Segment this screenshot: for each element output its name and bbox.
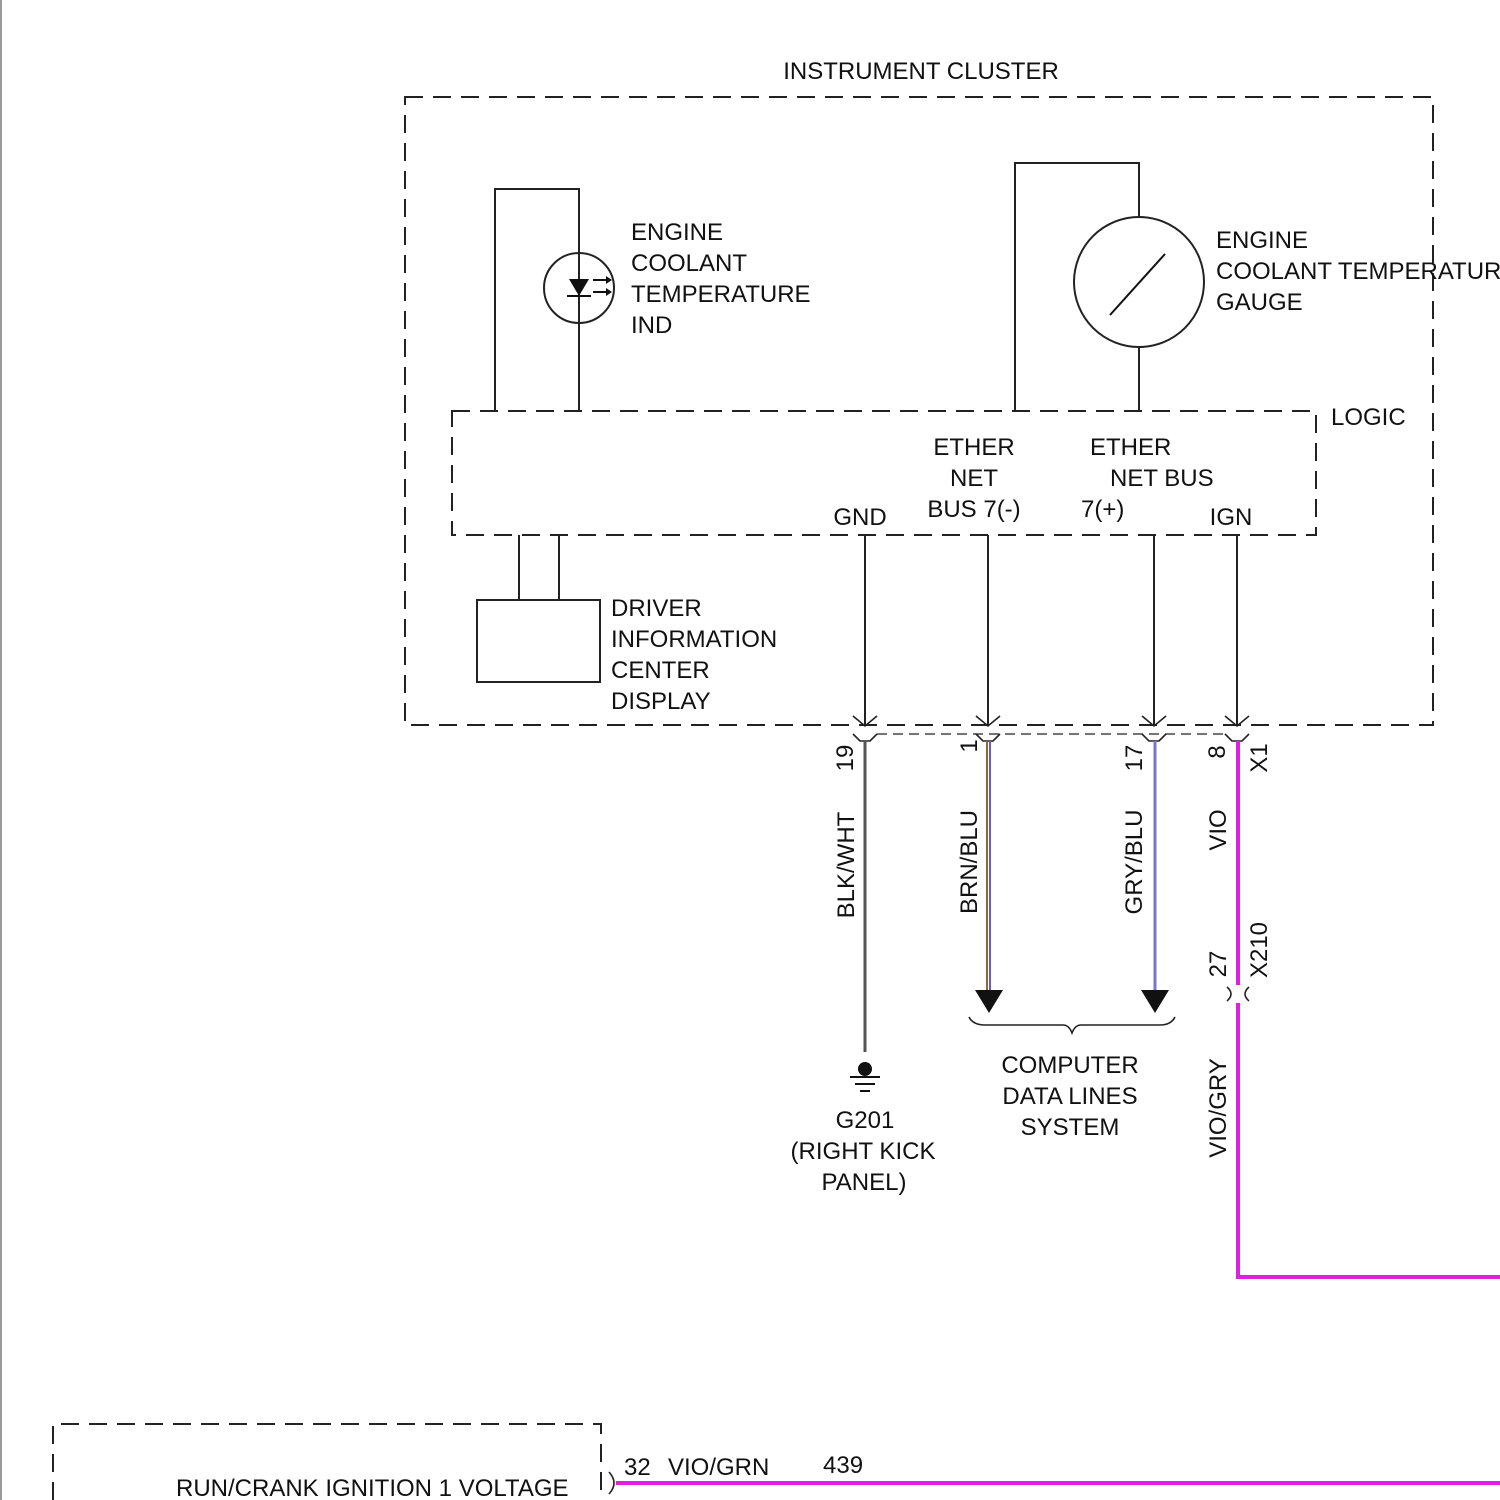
data-line-arrow-minus [975, 990, 1003, 1013]
pin-label-gnd: GND [833, 504, 886, 531]
ignition-connector-icon [609, 1472, 614, 1494]
ignition-wire-color: VIO/GRN [668, 1454, 769, 1481]
gauge-label-1: ENGINE [1216, 227, 1308, 254]
data-lines-label-3: SYSTEM [1021, 1114, 1120, 1141]
dic-label-3: CENTER [611, 657, 710, 684]
wire-label-brn-blu: BRN/BLU [956, 810, 983, 914]
gauge-label-2: COOLANT TEMPERATURE [1216, 258, 1500, 285]
pin-label-ether-minus-2: NET [950, 465, 998, 492]
connector-x1-label: X1 [1246, 743, 1273, 772]
pin-number-gnd: 19 [832, 745, 859, 772]
wire-label-vio-gry: VIO/GRY [1205, 1058, 1232, 1158]
connector-x1-pins [853, 716, 1249, 741]
dic-display-box [477, 600, 600, 682]
pin-label-ether-minus-1: ETHER [933, 434, 1014, 461]
wire-label-vio: VIO [1205, 809, 1232, 850]
ignition-circuit-number: 439 [823, 1452, 863, 1479]
wire-label-blk-wht: BLK/WHT [833, 811, 860, 918]
ignition-module-label: RUN/CRANK IGNITION 1 VOLTAGE [176, 1475, 569, 1500]
instrument-cluster-title: INSTRUMENT CLUSTER [783, 58, 1059, 85]
connector-x210-label: X210 [1246, 922, 1273, 978]
ground-name: G201 [836, 1107, 895, 1134]
pin-number-x210: 27 [1205, 951, 1232, 978]
data-line-arrow-plus [1141, 990, 1169, 1013]
dic-label-4: DISPLAY [611, 688, 711, 715]
indicator-label-2: COOLANT [631, 250, 747, 277]
ignition-pin-number: 32 [624, 1454, 651, 1481]
pin-label-ether-plus-3: 7(+) [1081, 496, 1124, 523]
pin-number-ether-minus: 1 [956, 739, 983, 752]
pin-number-ign: 8 [1204, 745, 1231, 758]
wire-vio-gry [1238, 1003, 1500, 1277]
pin-label-ether-plus-1: ETHER [1090, 434, 1171, 461]
data-lines-label-2: DATA LINES [1002, 1083, 1137, 1110]
wire-label-gry-blu: GRY/BLU [1121, 810, 1148, 915]
connector-x210-icon [1227, 987, 1249, 1001]
gauge-wire-top [1015, 163, 1139, 411]
gauge-label-3: GAUGE [1216, 289, 1303, 316]
indicator-label-3: TEMPERATURE [631, 281, 811, 308]
gauge-icon [1074, 217, 1204, 347]
indicator-label-4: IND [631, 312, 672, 339]
ground-location-1: (RIGHT KICK [791, 1138, 936, 1165]
ground-location-2: PANEL) [822, 1169, 907, 1196]
pin-label-ether-minus-3: BUS 7(-) [927, 496, 1020, 523]
data-lines-brace [969, 1017, 1175, 1033]
indicator-wires [495, 189, 579, 411]
pin-number-ether-plus: 17 [1121, 745, 1148, 772]
logic-label: LOGIC [1331, 404, 1406, 431]
pin-label-ign: IGN [1210, 504, 1253, 531]
indicator-label-1: ENGINE [631, 219, 723, 246]
ground-icon [850, 1062, 880, 1091]
dic-label-1: DRIVER [611, 595, 702, 622]
pin-label-ether-plus-2: NET BUS [1110, 465, 1214, 492]
data-lines-label-1: COMPUTER [1001, 1052, 1138, 1079]
dic-label-2: INFORMATION [611, 626, 777, 653]
